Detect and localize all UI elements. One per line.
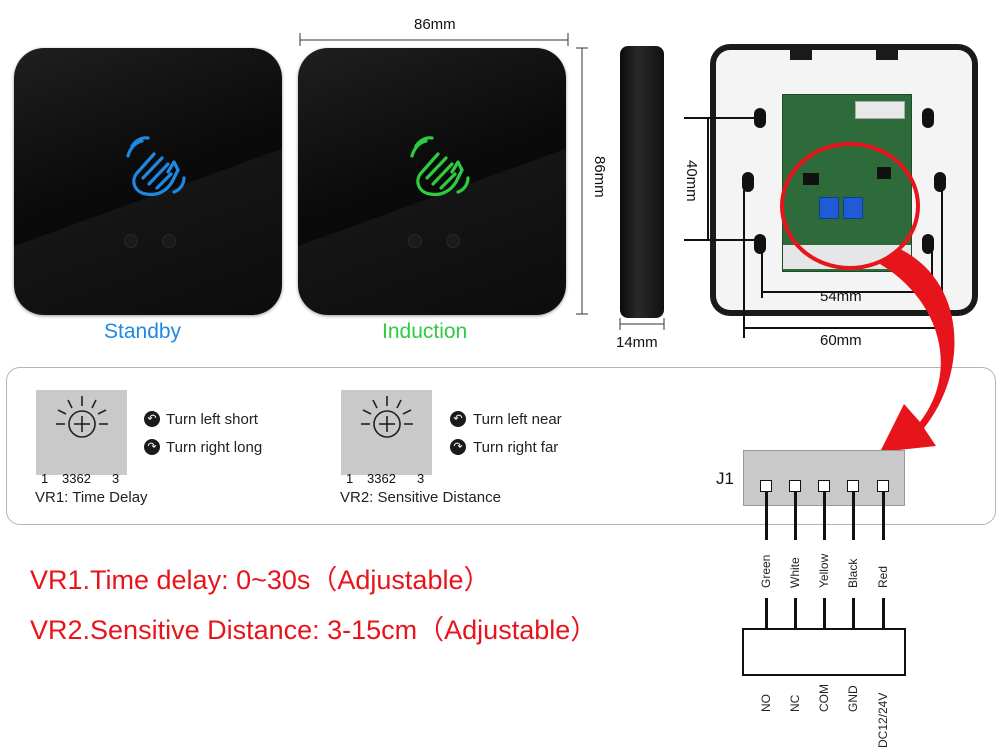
vr2-label: VR2: Sensitive Distance <box>340 489 501 506</box>
spec-time-delay: VR1.Time delay: 0~30s（Adjustable） <box>30 565 491 595</box>
trimpot-vr2 <box>843 197 863 219</box>
potentiometer-icon <box>56 396 108 438</box>
pcb-chip <box>803 173 819 185</box>
terminal-block <box>742 628 906 676</box>
wire-color-label: Red <box>876 565 890 588</box>
j1-pin <box>789 480 801 492</box>
rotate-right-icon: ↷ <box>144 439 160 455</box>
wire-color-label: Yellow <box>817 553 831 588</box>
wire-color-label: Black <box>846 558 860 588</box>
vr1-pin-right: 3 <box>112 471 120 486</box>
rotate-right-icon: ↷ <box>450 439 466 455</box>
trimpot-vr1 <box>819 197 839 219</box>
vr2-turn-left: Turn left near <box>473 411 562 428</box>
terminal-label: GND <box>846 685 860 712</box>
sensor-dot-right <box>162 234 176 248</box>
terminal-label: DC12/24V <box>876 692 890 748</box>
sensor-dot-left <box>124 234 138 248</box>
sensor-dot-right <box>446 234 460 248</box>
terminal-label: NO <box>759 694 773 712</box>
wire-segment <box>881 492 885 540</box>
rotate-left-icon: ↶ <box>450 411 466 427</box>
wire-segment <box>851 598 855 628</box>
j1-pin <box>760 480 772 492</box>
induction-label: Induction <box>382 320 468 343</box>
standby-label: Standby <box>104 320 182 343</box>
terminal-label: COM <box>817 684 831 712</box>
wire-segment <box>822 598 826 628</box>
vr2-pin-right: 3 <box>417 471 425 486</box>
j1-label: J1 <box>716 469 734 488</box>
side-profile <box>620 46 664 318</box>
potentiometer-icon <box>361 396 413 438</box>
wire-color-label: Green <box>759 554 773 588</box>
vr1-trimpot: 1 3362 3 <box>36 390 127 486</box>
height-dimension-line <box>576 47 588 315</box>
callout-arrow <box>780 142 955 452</box>
wire-color-label: White <box>788 557 802 588</box>
width-dimension-label: 86mm <box>414 16 456 33</box>
mount-hole <box>922 108 934 128</box>
vr1-pin-left: 1 <box>41 471 49 486</box>
top-clip <box>790 50 812 60</box>
wire-segment <box>822 492 826 540</box>
mount-outer-label: 60mm <box>820 332 862 349</box>
vr2-pot-code: 3362 <box>367 471 396 486</box>
wire-segment <box>764 598 768 628</box>
hand-wave-icon <box>410 136 470 197</box>
mount-vertical-label: 40mm <box>683 160 700 202</box>
standby-device <box>14 48 282 315</box>
wire-segment <box>764 492 768 540</box>
mount-inner-label: 54mm <box>820 288 862 305</box>
vr1-label: VR1: Time Delay <box>35 489 148 506</box>
induction-device <box>298 48 566 315</box>
spec-sensitive-distance: VR2.Sensitive Distance: 3-15cm（Adjustabl… <box>30 615 598 645</box>
terminal-label: NC <box>788 694 802 712</box>
hand-wave-icon <box>126 136 186 197</box>
height-dimension-label: 86mm <box>591 156 608 198</box>
j1-pin <box>877 480 889 492</box>
mount-hole <box>934 172 946 192</box>
vr1-turn-right: Turn right long <box>166 439 263 456</box>
sensor-dot-left <box>408 234 422 248</box>
pcb-chip <box>877 167 891 179</box>
vr2-turn-right: Turn right far <box>473 439 559 456</box>
mount-hole <box>754 108 766 128</box>
pcb-connector <box>855 101 905 119</box>
vr2-pin-left: 1 <box>346 471 354 486</box>
wire-segment <box>851 492 855 540</box>
back-dimension-lines <box>684 117 943 338</box>
rotate-left-icon: ↶ <box>144 411 160 427</box>
wire-segment <box>793 598 797 628</box>
vr1-pot-code: 3362 <box>62 471 91 486</box>
vr2-trimpot: 1 3362 3 <box>341 390 432 486</box>
depth-dimension-line <box>619 318 665 330</box>
width-dimension-line <box>299 33 569 46</box>
pcb-board <box>782 94 912 272</box>
j1-pin <box>818 480 830 492</box>
wire-segment <box>793 492 797 540</box>
depth-dimension-label: 14mm <box>616 334 658 351</box>
j1-pin <box>847 480 859 492</box>
top-clip <box>876 50 898 60</box>
mount-hole <box>742 172 754 192</box>
vr1-turn-left: Turn left short <box>166 411 258 428</box>
wire-segment <box>881 598 885 628</box>
